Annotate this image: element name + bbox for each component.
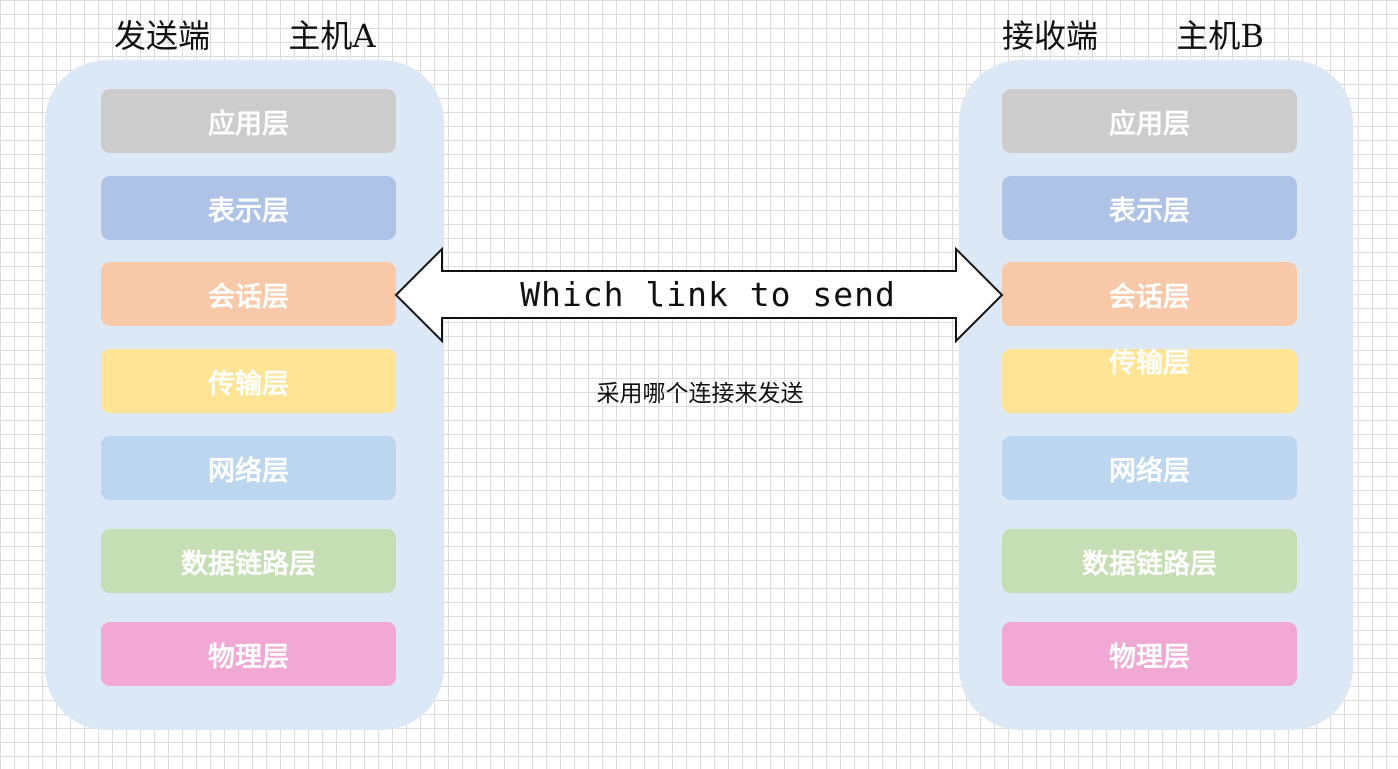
receiver-layer-physical-label: 物理层: [1109, 641, 1190, 673]
receiver-role-label: 接收端: [1002, 17, 1099, 55]
sender-layer-physical: 物理层: [101, 622, 396, 686]
receiver-layer-network-label: 网络层: [1109, 455, 1190, 487]
receiver-layer-transport: 传输层: [1002, 349, 1297, 413]
sender-layer-application-label: 应用层: [208, 108, 289, 140]
sender-layer-session-label: 会话层: [208, 281, 289, 313]
double-arrow-icon: [394, 246, 1004, 344]
receiver-layer-datalink: 数据链路层: [1002, 529, 1297, 593]
receiver-layer-physical: 物理层: [1002, 622, 1297, 686]
receiver-layer-application: 应用层: [1002, 89, 1297, 153]
receiver-layer-application-label: 应用层: [1109, 108, 1190, 140]
sender-layer-presentation-label: 表示层: [208, 195, 289, 227]
sender-role-label: 发送端: [114, 17, 211, 55]
sender-host-label: 主机A: [288, 17, 376, 55]
sender-layer-transport-label: 传输层: [208, 368, 289, 400]
sender-layer-application: 应用层: [101, 89, 396, 153]
sender-layer-session: 会话层: [101, 262, 396, 326]
sender-layer-presentation: 表示层: [101, 176, 396, 240]
receiver-host-label: 主机B: [1176, 17, 1264, 55]
receiver-header: 接收端 主机B: [1002, 14, 1264, 58]
sender-layer-network-label: 网络层: [208, 455, 289, 487]
sender-layer-transport: 传输层: [101, 349, 396, 413]
receiver-layer-presentation-label: 表示层: [1109, 195, 1190, 227]
receiver-layer-presentation: 表示层: [1002, 176, 1297, 240]
receiver-layer-session-label: 会话层: [1109, 281, 1190, 313]
sender-header: 发送端 主机A: [114, 14, 375, 58]
sender-layer-datalink-label: 数据链路层: [181, 548, 316, 580]
receiver-layer-transport-label: 传输层: [1109, 348, 1190, 379]
receiver-layer-session: 会话层: [1002, 262, 1297, 326]
receiver-layer-network: 网络层: [1002, 436, 1297, 500]
receiver-layer-datalink-label: 数据链路层: [1082, 548, 1217, 580]
sender-layer-network: 网络层: [101, 436, 396, 500]
link-label: Which link to send: [520, 275, 896, 314]
sender-layer-physical-label: 物理层: [208, 641, 289, 673]
link-caption: 采用哪个连接来发送: [596, 381, 804, 407]
sender-layer-datalink: 数据链路层: [101, 529, 396, 593]
